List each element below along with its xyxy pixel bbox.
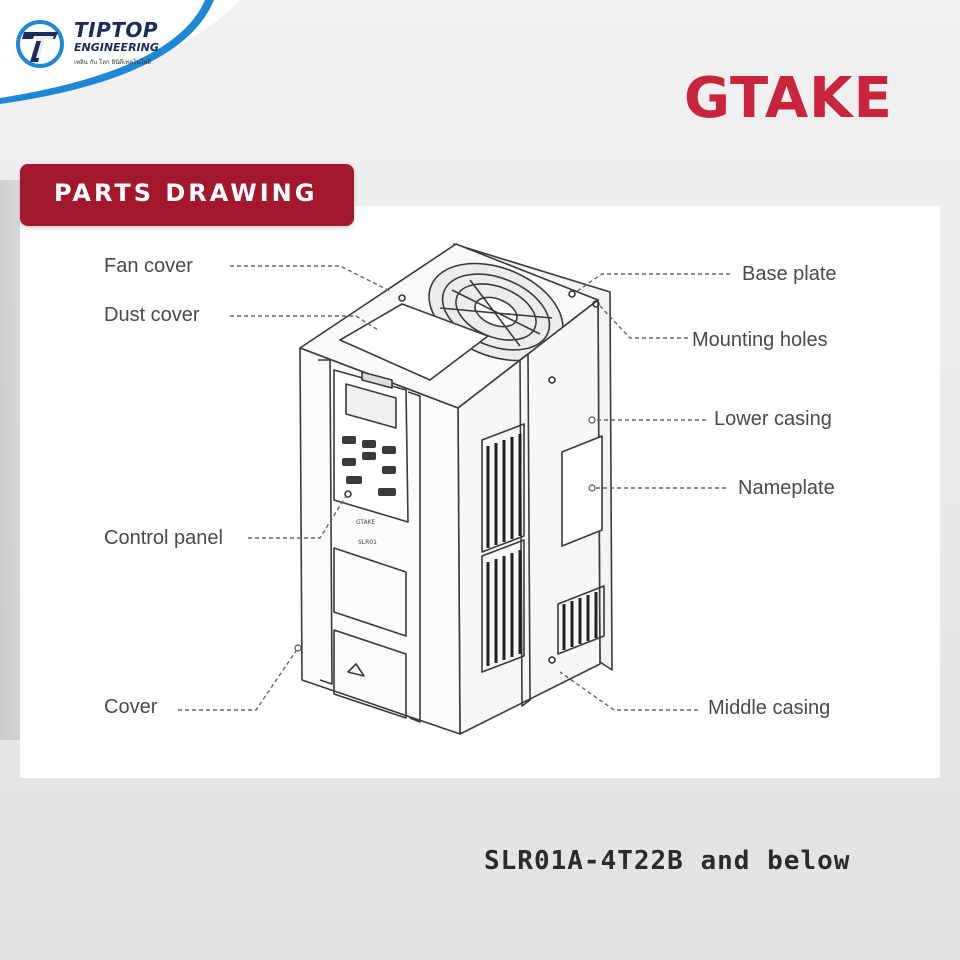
section-title: PARTS DRAWING <box>54 179 318 207</box>
tiptop-tagline: เพลิน กับ โลก อินิตีเทคโนโลยี <box>74 59 151 66</box>
corner-swoosh <box>0 0 240 104</box>
device-brand-text: GTAKE <box>356 519 376 526</box>
label-mounting-holes: Mounting holes <box>692 329 828 351</box>
model-caption: SLR01A-4T22B and below <box>484 846 851 876</box>
label-control-panel: Control panel <box>104 527 223 549</box>
section-title-badge: PARTS DRAWING <box>20 164 354 226</box>
label-base-plate: Base plate <box>742 263 837 285</box>
tiptop-emblem-icon <box>16 20 64 68</box>
tiptop-name: TIPTOP <box>74 18 159 42</box>
gtake-logo: GTAKE <box>684 66 893 131</box>
label-dust-cover: Dust cover <box>104 304 200 326</box>
device-model-text: SLR01 <box>358 539 377 546</box>
label-middle-casing: Middle casing <box>708 697 831 719</box>
label-fan-cover: Fan cover <box>104 255 193 277</box>
tiptop-sub: ENGINEERING <box>74 41 159 54</box>
label-nameplate: Nameplate <box>738 477 835 499</box>
tiptop-logo: TIPTOP ENGINEERING เพลิน กับ โลก อินิตีเ… <box>14 14 164 74</box>
label-lower-casing: Lower casing <box>714 408 832 430</box>
label-cover: Cover <box>104 696 158 718</box>
